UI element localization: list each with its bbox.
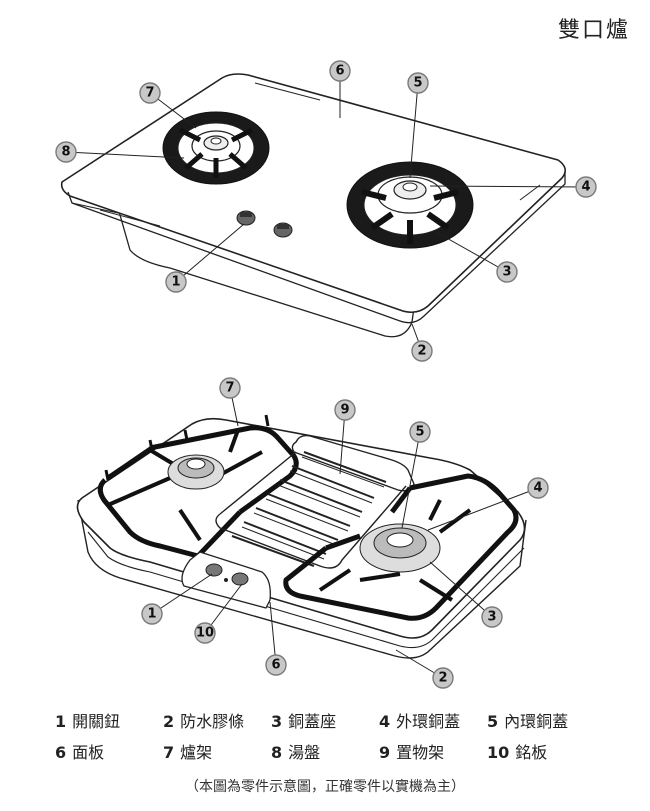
legend-label: 開關鈕 [72, 711, 121, 731]
callout-top-3: 3 [496, 261, 518, 283]
legend-number: 3 [271, 711, 283, 731]
legend-number: 2 [163, 711, 175, 731]
legend-number: 9 [379, 742, 391, 762]
callout-top-7: 7 [139, 82, 161, 104]
callout-label: 3 [502, 265, 511, 280]
callout-label: 2 [438, 671, 447, 686]
bottom-left-grate [97, 414, 299, 559]
legend-number: 8 [271, 742, 283, 762]
bottom-callouts: 7 9 5 4 1 10 3 6 2 [141, 377, 549, 689]
callout-label: 6 [335, 64, 344, 79]
callout-label: 1 [147, 607, 156, 622]
stove-exploded-diagram: 7 6 5 8 4 1 3 2 [55, 60, 597, 689]
callout-label: 5 [413, 76, 422, 91]
callout-top-6: 6 [329, 60, 351, 82]
bottom-left-burner [167, 454, 225, 490]
callout-bottom-4: 4 [527, 477, 549, 499]
callout-bottom-5: 5 [409, 421, 431, 443]
top-right-burner [346, 161, 474, 249]
callout-bottom-10: 10 [194, 622, 216, 644]
callout-bottom-9: 9 [334, 399, 356, 421]
top-stove [60, 73, 566, 338]
legend-label: 外環銅蓋 [396, 711, 461, 731]
bottom-control-strip [181, 551, 271, 609]
legend-label: 湯盤 [288, 742, 321, 762]
bottom-shelf-rack [215, 434, 415, 569]
top-left-burner [162, 111, 270, 185]
callout-top-2: 2 [411, 340, 433, 362]
bottom-right-burner [359, 523, 441, 573]
legend-label: 銘板 [515, 742, 548, 762]
callout-label: 4 [581, 180, 590, 195]
legend-label: 置物架 [396, 742, 445, 762]
callout-top-5: 5 [407, 72, 429, 94]
callout-label: 3 [487, 610, 496, 625]
callout-label: 5 [415, 425, 424, 440]
callout-bottom-6: 6 [265, 654, 287, 676]
top-callouts: 7 6 5 8 4 1 3 2 [55, 60, 597, 362]
callout-label: 4 [533, 481, 542, 496]
callout-label: 9 [340, 403, 349, 418]
top-knobs [236, 210, 293, 238]
callout-label: 8 [61, 145, 70, 160]
top-stove-panel [60, 73, 566, 314]
legend-label: 銅蓋座 [288, 711, 337, 731]
legend-number: 10 [487, 742, 510, 762]
legend-number: 5 [487, 711, 499, 731]
bottom-stove [76, 414, 527, 659]
legend-number: 1 [55, 711, 67, 731]
legend-label: 面板 [72, 742, 105, 762]
legend-number: 4 [379, 711, 391, 731]
callout-label: 7 [145, 86, 154, 101]
callout-top-1: 1 [165, 271, 187, 293]
page-title: 雙口爐 [557, 18, 630, 43]
callout-label: 1 [171, 275, 180, 290]
callout-top-8: 8 [55, 141, 77, 163]
callout-label: 6 [271, 658, 280, 673]
legend-label: 防水膠條 [180, 711, 245, 731]
callout-label: 2 [417, 344, 426, 359]
callout-bottom-7: 7 [219, 377, 241, 399]
legend-number: 6 [55, 742, 67, 762]
callout-bottom-2: 2 [432, 667, 454, 689]
callout-label: 7 [225, 381, 234, 396]
bottom-right-grate [283, 473, 519, 621]
callout-bottom-1: 1 [141, 603, 163, 625]
top-leader-lines [65, 71, 587, 352]
legend-number: 7 [163, 742, 175, 762]
legend-label: 爐架 [180, 742, 213, 762]
disclaimer-footnote: （本圖為零件示意圖，正確零件以實機為主） [185, 779, 465, 795]
callout-bottom-3: 3 [481, 606, 503, 628]
callout-top-4: 4 [575, 176, 597, 198]
callout-label: 10 [196, 626, 214, 641]
legend-label: 內環銅蓋 [504, 711, 569, 731]
